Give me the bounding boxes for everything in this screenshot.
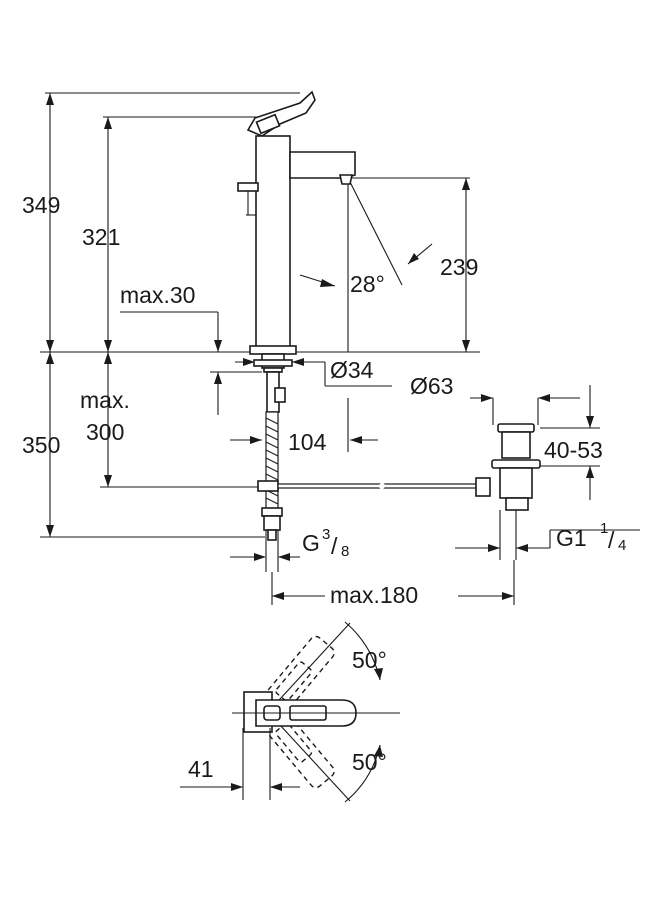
svg-text:G: G bbox=[302, 530, 320, 556]
dim-104: 104 bbox=[288, 429, 327, 455]
popup-rod bbox=[257, 477, 491, 497]
waste-assembly bbox=[491, 423, 541, 560]
dim-321: 321 bbox=[82, 224, 120, 250]
svg-text:3: 3 bbox=[322, 526, 330, 543]
faucet-body bbox=[237, 90, 356, 413]
svg-text:/: / bbox=[331, 533, 338, 559]
dim-40-53: 40-53 bbox=[544, 437, 603, 463]
flex-hose bbox=[261, 411, 283, 541]
dim-hole-diameter: Ø34 bbox=[330, 357, 374, 383]
svg-text:8: 8 bbox=[341, 543, 349, 560]
svg-text:G1: G1 bbox=[556, 525, 587, 551]
dim-max-30: max.30 bbox=[120, 282, 195, 308]
dimension-arrows bbox=[46, 93, 594, 600]
svg-text:4: 4 bbox=[618, 537, 626, 554]
top-view bbox=[180, 621, 400, 803]
dim-max-180: max.180 bbox=[330, 582, 418, 608]
dim-rotation-bottom: 50° bbox=[352, 749, 387, 775]
dim-g-3-8: G 3 / 8 bbox=[302, 526, 349, 560]
dim-300: 300 bbox=[86, 419, 124, 445]
dim-350: 350 bbox=[22, 432, 60, 458]
dim-349: 349 bbox=[22, 192, 60, 218]
dim-spout-angle: 28° bbox=[350, 271, 385, 297]
dim-239: 239 bbox=[440, 254, 478, 280]
svg-text:1: 1 bbox=[600, 520, 608, 537]
dim-waste-diameter: Ø63 bbox=[410, 373, 453, 399]
dim-rotation-top: 50° bbox=[352, 647, 387, 673]
dim-max-label: max. bbox=[80, 387, 130, 413]
svg-text:/: / bbox=[608, 527, 615, 553]
dim-g1-1-4: G1 1 / 4 bbox=[556, 520, 626, 554]
dim-41: 41 bbox=[188, 756, 214, 782]
